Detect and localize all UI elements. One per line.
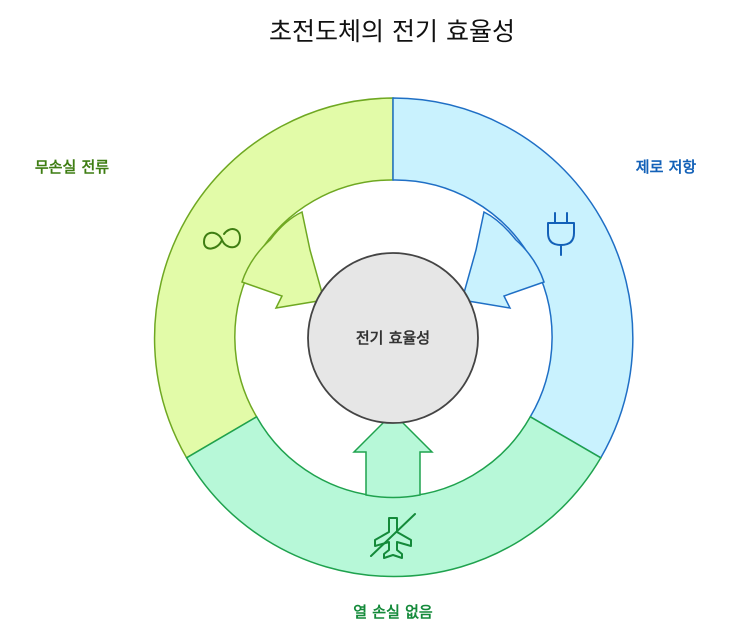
infinity-icon xyxy=(203,228,242,250)
arrow-persistent-current xyxy=(241,210,325,309)
segment-persistent-current xyxy=(153,97,394,459)
label-zero-resistance: 제로 저항 xyxy=(636,158,697,176)
ring-segment-no-heat-loss xyxy=(185,415,602,578)
label-persistent-current: 무손실 전류 xyxy=(35,158,109,176)
ring-segment-zero-resistance xyxy=(392,97,634,459)
diagram-title: 초전도체의 전기 효율성 xyxy=(269,17,515,46)
segment-no-heat-loss xyxy=(185,415,602,578)
arrow-zero-resistance xyxy=(461,210,545,309)
arrow-no-heat-loss xyxy=(352,411,434,499)
segment-zero-resistance xyxy=(392,97,634,459)
plug-icon xyxy=(547,212,575,256)
ring-segment-persistent-current xyxy=(153,97,394,459)
label-no-heat-loss: 열 손실 없음 xyxy=(353,603,433,621)
no-heat-icon xyxy=(370,513,416,559)
center-circle xyxy=(307,252,479,424)
center-label: 전기 효율성 xyxy=(356,329,430,347)
